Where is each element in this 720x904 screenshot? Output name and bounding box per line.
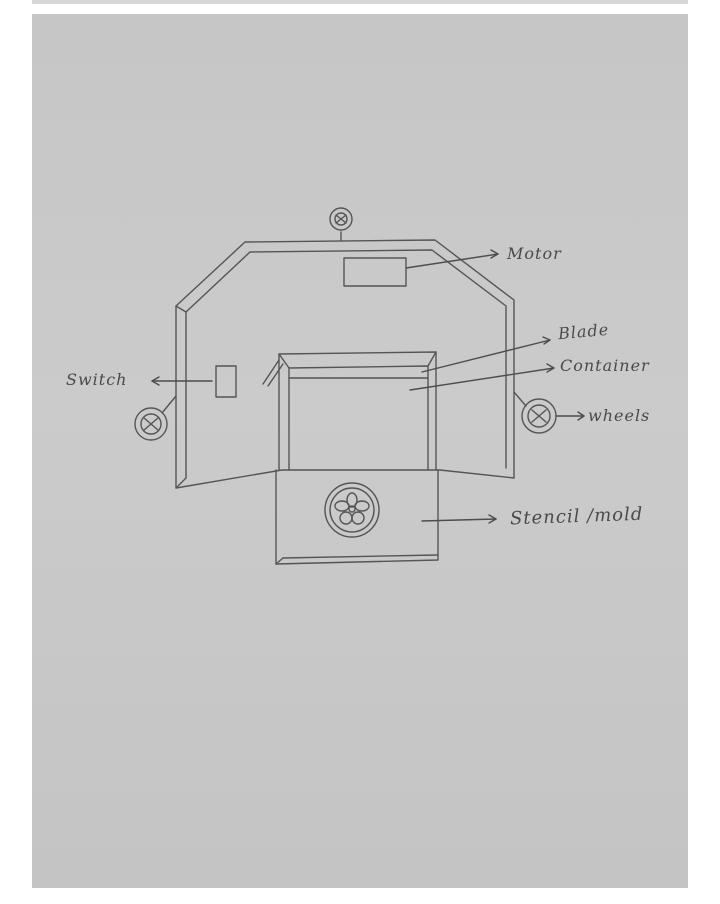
wheels-label: wheels bbox=[588, 406, 650, 425]
machine-body-inner-outline bbox=[186, 250, 506, 478]
flower-pattern-icon bbox=[325, 483, 379, 537]
container-outline bbox=[279, 352, 436, 470]
switch-label: Switch bbox=[66, 370, 127, 389]
motor-label: Motor bbox=[507, 244, 562, 263]
switch-box bbox=[216, 366, 236, 397]
container-label: Container bbox=[560, 356, 650, 375]
machine-body-outline bbox=[176, 240, 514, 488]
motor-box bbox=[344, 258, 406, 286]
leader-arrows bbox=[152, 250, 584, 523]
flower-petals bbox=[335, 493, 369, 524]
